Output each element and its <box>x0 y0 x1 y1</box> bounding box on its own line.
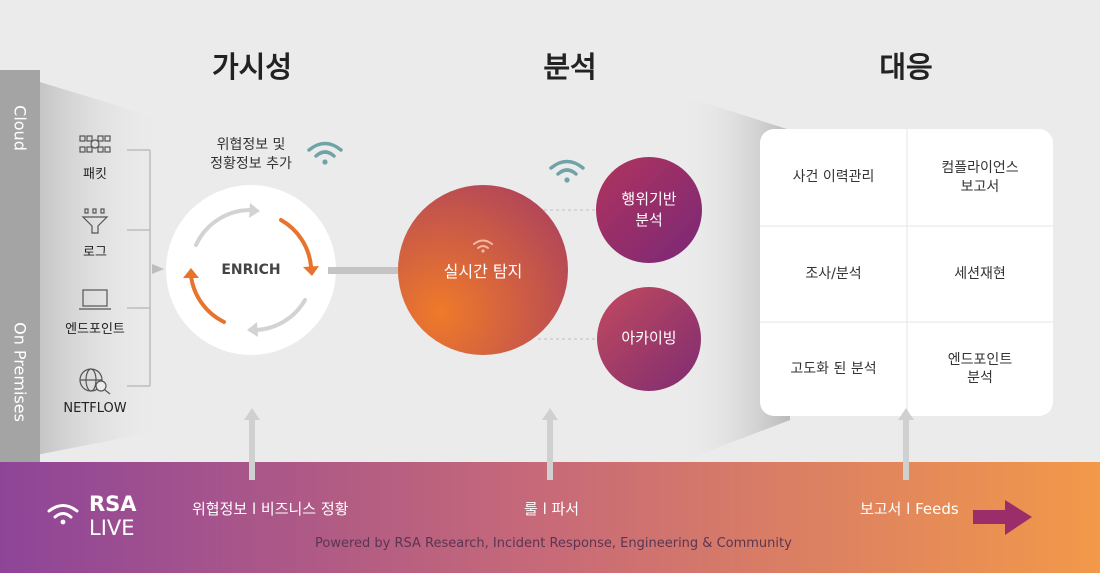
source-label: NETFLOW <box>63 401 127 416</box>
behavior-analysis-label: 행위기반 분석 <box>621 190 677 229</box>
packet-icon <box>79 135 111 153</box>
rsa-live-wifi-icon <box>47 504 79 525</box>
column-title-analysis: 분석 <box>543 50 597 84</box>
source-label: 엔드포인트 <box>65 322 125 337</box>
on-premises-label: On Premises <box>10 322 30 422</box>
response-item: 사건 이력관리 <box>792 169 875 186</box>
laptop-icon <box>79 289 111 310</box>
response-item: 엔드포인트 분석 <box>947 351 1013 386</box>
response-item: 조사/분석 <box>805 265 862 282</box>
source-packet: 패킷 <box>55 133 135 182</box>
response-item: 세션재현 <box>954 265 1006 282</box>
cloud-label: Cloud <box>10 105 30 151</box>
source-label: 패킷 <box>83 167 107 182</box>
source-endpoint: 엔드포인트 <box>55 288 135 337</box>
wifi-icon <box>473 239 493 253</box>
response-item: 컴플라이언스 보고서 <box>941 160 1019 195</box>
column-title-visibility: 가시성 <box>211 50 293 84</box>
powered-by-text: Powered by RSA Research, Incident Respon… <box>315 536 792 551</box>
column-title-response: 대응 <box>879 50 933 84</box>
source-label: 로그 <box>83 245 107 260</box>
enrich-label: ENRICH <box>221 262 281 278</box>
archiving-label: 아카이빙 <box>621 329 677 347</box>
response-item: 고도화 된 분석 <box>790 360 877 377</box>
globe-search-icon <box>79 368 111 395</box>
brand-live: LIVE <box>89 516 135 540</box>
brand-rsa: RSA <box>89 492 137 516</box>
wifi-icon <box>307 141 343 165</box>
detection-label: 실시간 탐지 <box>443 262 523 281</box>
source-netflow: NETFLOW <box>55 367 135 416</box>
log-filter-icon <box>81 208 109 234</box>
bottom-label-rules-parsers: 룰 l 파서 <box>524 500 580 518</box>
bottom-label-reports-feeds: 보고서 l Feeds <box>860 500 959 518</box>
enrich-caption: 위협정보 및 정황정보 추가 <box>210 137 292 172</box>
bottom-label-threat-intel: 위협정보 l 비즈니스 정황 <box>192 500 349 518</box>
source-log: 로그 <box>55 207 135 260</box>
wifi-icon <box>549 159 585 183</box>
